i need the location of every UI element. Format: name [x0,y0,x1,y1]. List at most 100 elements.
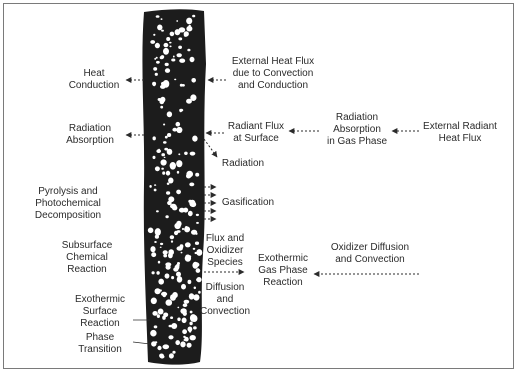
pore [156,57,158,59]
pore [174,79,176,81]
radiation-absorption-label: Radiation Absorption [58,123,122,147]
pyrolysis-label: Pyrolysis and Photochemical Decompositio… [14,186,122,222]
radiant-flux-surface-label: Radiant Flux at Surface [224,121,288,145]
pore [163,254,167,257]
pore [169,46,171,48]
pore [166,191,170,194]
pore [196,222,199,224]
pore [157,346,161,350]
pore [179,59,185,63]
pore [171,59,175,62]
exothermic-gas-reaction-label: Exothermic Gas Phase Reaction [252,253,314,289]
pore [184,300,190,304]
pore [175,340,180,345]
pore [176,221,181,227]
pore [190,311,193,314]
pore [163,250,168,254]
pore [156,43,158,45]
pore [155,166,160,171]
pore [150,40,155,44]
pore [196,214,199,216]
pore [193,248,196,250]
pore [154,189,157,192]
pore [160,243,163,245]
pore [170,235,174,239]
exothermic-surface-reaction-label: Exothermic Surface Reaction [68,294,132,330]
flux-oxidizer-label: Flux and Oxidizer Species [200,233,250,269]
pore [179,27,186,32]
oxidizer-diffusion-label: Oxidizer Diffusion and Convection [320,242,420,266]
pore [177,262,180,265]
pore [178,37,182,40]
pore [159,354,164,358]
pore [153,67,157,71]
pore [178,46,182,49]
external-heat-flux-label: External Heat Flux due to Convection and… [226,56,320,92]
pore [178,318,181,320]
pore [161,18,163,20]
pore [170,316,173,319]
pore [152,271,155,274]
pore [155,73,158,76]
pore [150,330,156,337]
pore [184,152,188,155]
pore [161,168,164,170]
pore [161,159,167,165]
pore [167,183,170,185]
pore [166,299,173,305]
pore [176,20,178,22]
pore [151,252,156,257]
pore [160,106,163,109]
pore [171,240,173,242]
pore [177,53,182,57]
pore [180,308,186,314]
pore [161,55,165,59]
pore [180,84,183,87]
pore [161,82,165,86]
radiation-label: Radiation [218,158,268,170]
pore [175,265,180,270]
pore [164,43,169,47]
pore [182,329,187,334]
pore [189,183,194,187]
pore [181,284,186,290]
pore [190,152,196,156]
pore [150,246,155,252]
pore [171,276,174,279]
pore [167,133,171,137]
pore [163,313,168,318]
pore [153,156,156,159]
pore [188,280,192,284]
pore [184,33,188,37]
pore [155,341,158,343]
pore [166,37,170,41]
pore [158,261,160,264]
pore [160,289,162,291]
pore [192,15,195,18]
pore [177,276,183,282]
pore [195,242,199,245]
pore [176,190,181,195]
pore [177,230,181,233]
gas-phase-absorption-label: Radiation Absorption in Gas Phase [322,112,392,148]
pore [180,244,184,248]
pore [179,208,185,213]
pore [153,84,156,86]
pore [162,171,165,174]
pore [165,215,168,218]
pore [194,287,196,290]
pore [151,298,157,305]
pore [172,351,175,354]
pore [185,242,191,247]
pore [154,241,157,243]
pore [153,136,156,140]
gasification-label: Gasification [218,197,278,209]
pore [182,318,187,324]
pore [158,149,160,150]
pore [193,262,199,267]
pore [148,228,154,234]
pore [190,314,197,322]
pore [177,171,179,174]
pore [188,211,193,216]
pore [161,153,165,156]
